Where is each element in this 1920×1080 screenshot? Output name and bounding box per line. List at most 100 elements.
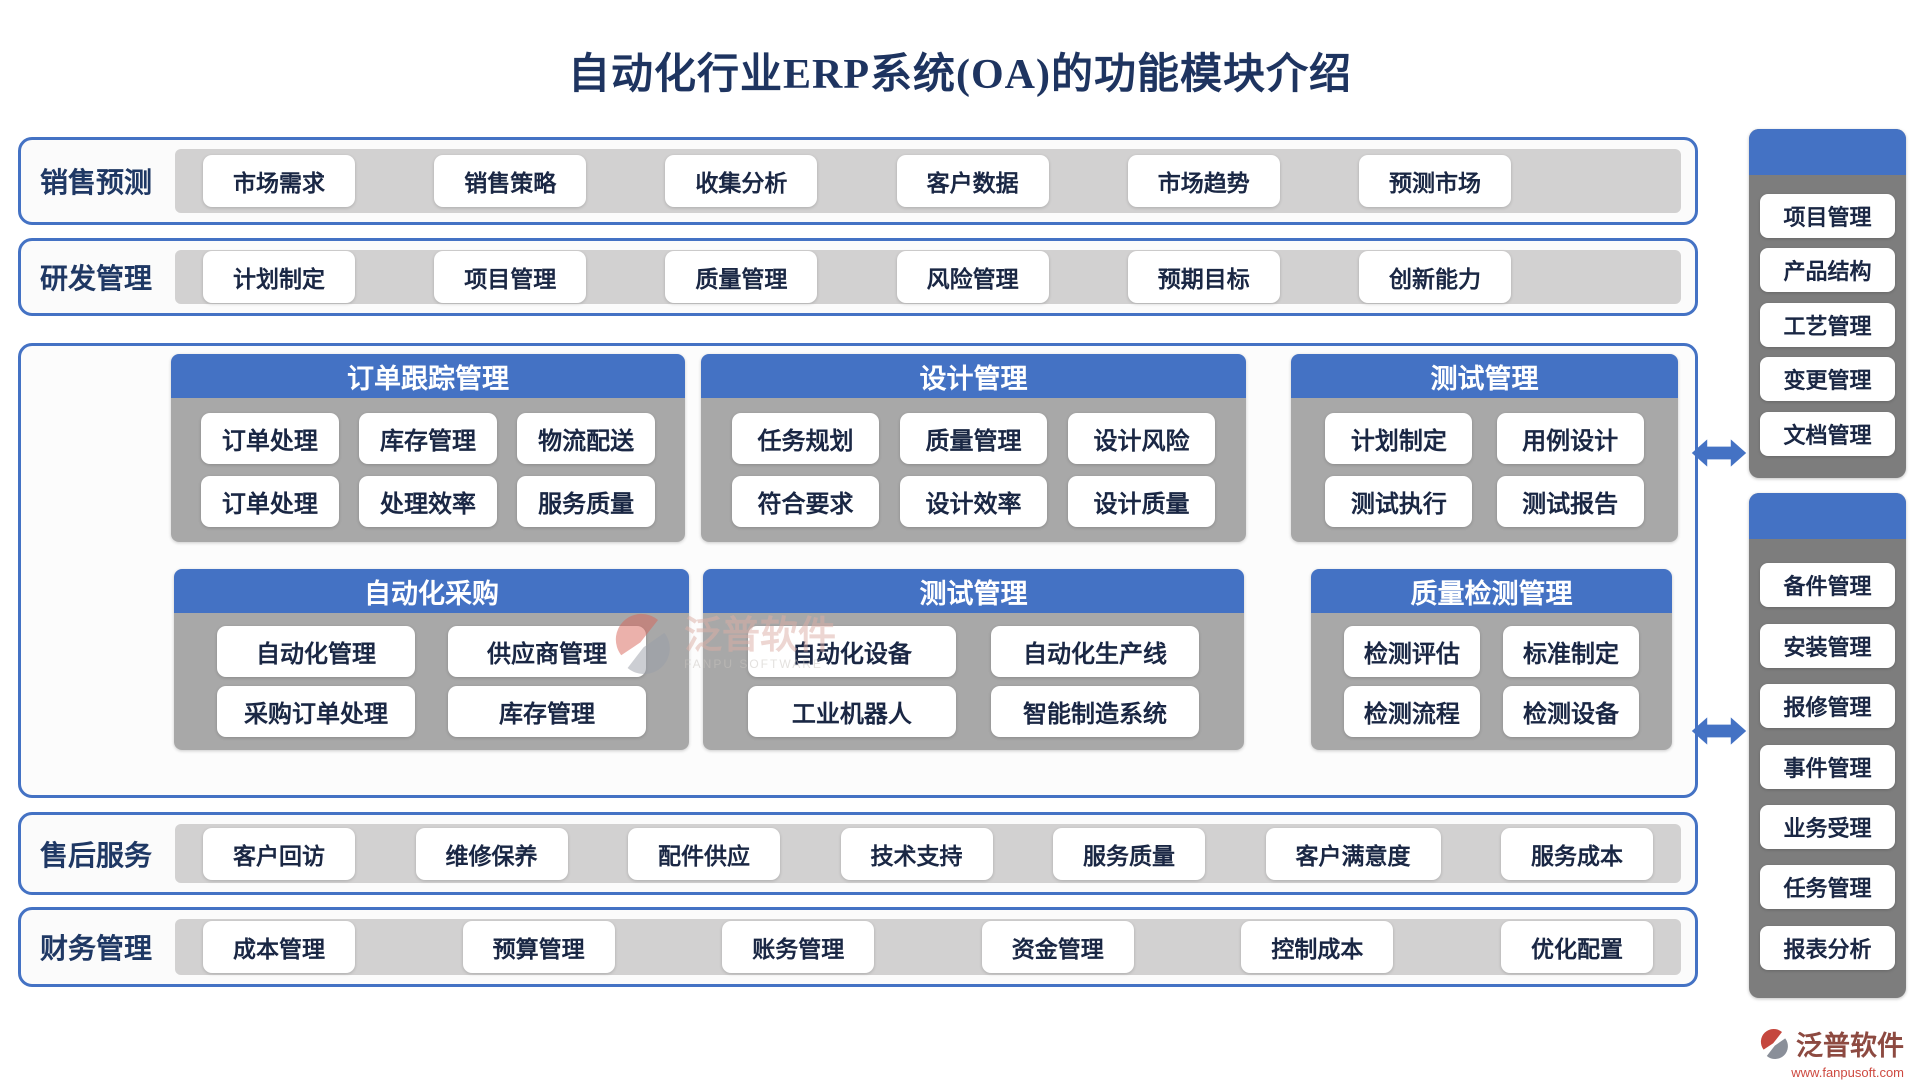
band-finance: 财务管理 成本管理 预算管理 账务管理 资金管理 控制成本 优化配置 [18, 907, 1698, 987]
module-chip: 账务管理 [722, 921, 875, 973]
module-chip: 变更管理 [1760, 357, 1895, 401]
module-chip: 服务成本 [1501, 827, 1653, 880]
module-chip: 风险管理 [896, 251, 1049, 303]
panel-header [1749, 129, 1906, 175]
footer-brand-name: 泛普软件 [1796, 1031, 1904, 1061]
side-panel-service: 备件管理安装管理报修管理事件管理业务受理任务管理报表分析 [1749, 493, 1906, 998]
module-chip: 客户回访 [203, 827, 355, 880]
card-body: 检测评估标准制定检测流程检测设备 [1311, 613, 1672, 750]
module-chip: 订单处理 [200, 413, 340, 465]
module-chip: 智能制造系统 [990, 686, 1200, 737]
module-chip: 控制成本 [1241, 921, 1394, 973]
module-chip: 物流配送 [516, 413, 656, 465]
module-chip: 市场需求 [203, 155, 355, 207]
module-chip: 符合要求 [732, 475, 879, 527]
card-title: 测试管理 [1291, 354, 1678, 398]
module-chip: 收集分析 [665, 155, 818, 207]
module-chip: 报表分析 [1760, 925, 1895, 970]
module-chip: 用例设计 [1496, 413, 1644, 465]
card-title: 订单跟踪管理 [171, 354, 685, 398]
module-chip: 维修保养 [415, 827, 568, 880]
module-chip: 产品结构 [1760, 248, 1895, 292]
module-chip: 自动化设备 [747, 626, 957, 677]
module-chip: 质量管理 [665, 251, 818, 303]
band-rnd-management: 研发管理 计划制定项目管理质量管理风险管理预期目标创新能力 [18, 238, 1698, 316]
card-body: 订单处理库存管理物流配送订单处理处理效率服务质量 [171, 398, 685, 542]
band-track: 市场需求 销售策略 收集分析 客户数据 市场趋势 预测市场 [175, 149, 1681, 213]
module-chip: 检测评估 [1343, 626, 1481, 677]
module-chip: 备件管理 [1760, 563, 1895, 608]
band-after-sales: 售后服务 客户回访 维修保养 配件供应 技术支持 服务质量 客户满意度 服务成本 [18, 812, 1698, 895]
card-test-management-top: 测试管理 计划制定用例设计测试执行测试报告 [1291, 354, 1678, 542]
module-chip: 工艺管理 [1760, 302, 1895, 347]
module-chip: 库存管理 [448, 686, 646, 737]
module-chip: 供应商管理 [448, 626, 646, 677]
module-chip: 成本管理 [203, 921, 355, 973]
card-design-management: 设计管理 任务规划质量管理设计风险符合要求设计效率设计质量 [701, 354, 1246, 542]
footer-brand-url: www.fanpusoft.com [1791, 1065, 1904, 1080]
band-track: 客户回访 维修保养 配件供应 技术支持 服务质量 客户满意度 服务成本 [175, 824, 1681, 883]
module-chip: 采购订单处理 [217, 686, 415, 737]
card-body: 计划制定用例设计测试执行测试报告 [1291, 398, 1678, 542]
band-track: 计划制定项目管理质量管理风险管理预期目标创新能力 [175, 250, 1681, 304]
card-title: 质量检测管理 [1311, 569, 1672, 613]
module-chip: 计划制定 [1325, 413, 1473, 465]
band-label: 销售预测 [39, 168, 152, 199]
card-order-tracking: 订单跟踪管理 订单处理库存管理物流配送订单处理处理效率服务质量 [171, 354, 685, 542]
module-chip: 创新能力 [1358, 251, 1511, 303]
double-arrow-icon [1690, 433, 1748, 473]
module-chip: 标准制定 [1502, 626, 1640, 677]
module-chip: 检测流程 [1343, 686, 1481, 737]
module-chip: 库存管理 [358, 413, 498, 465]
band-label: 售后服务 [39, 840, 152, 872]
card-quality-inspection: 质量检测管理 检测评估标准制定检测流程检测设备 [1311, 569, 1672, 750]
module-chip: 自动化管理 [217, 626, 415, 677]
core-modules-box: 订单跟踪管理 订单处理库存管理物流配送订单处理处理效率服务质量 设计管理 任务规… [18, 343, 1698, 798]
side-panel-product: 项目管理产品结构工艺管理变更管理文档管理 [1749, 129, 1906, 478]
module-chip: 处理效率 [358, 475, 498, 527]
module-chip: 客户满意度 [1265, 827, 1441, 880]
card-title: 测试管理 [703, 569, 1244, 613]
module-chip: 设计效率 [900, 475, 1047, 527]
module-chip: 资金管理 [981, 921, 1134, 973]
module-chip: 客户数据 [896, 155, 1049, 207]
module-chip: 任务管理 [1760, 865, 1895, 910]
module-chip: 服务质量 [516, 475, 656, 527]
band-track: 成本管理 预算管理 账务管理 资金管理 控制成本 优化配置 [175, 919, 1681, 975]
module-chip: 安装管理 [1760, 623, 1895, 668]
module-chip: 任务规划 [732, 413, 879, 465]
module-chip: 报修管理 [1760, 684, 1895, 729]
band-sales-forecast: 销售预测 市场需求 销售策略 收集分析 客户数据 市场趋势 预测市场 [18, 137, 1698, 225]
double-arrow-icon [1690, 711, 1748, 751]
module-chip: 订单处理 [200, 475, 340, 527]
card-test-management-bottom: 测试管理 自动化设备自动化生产线工业机器人智能制造系统 [703, 569, 1244, 750]
module-chip: 配件供应 [628, 827, 780, 880]
module-chip: 技术支持 [840, 827, 993, 880]
module-chip: 销售策略 [434, 155, 587, 207]
fanpu-logo-icon [1760, 1028, 1788, 1059]
module-chip: 预期目标 [1127, 251, 1280, 303]
footer-brand: 泛普软件 www.fanpusoft.com [1758, 1024, 1904, 1080]
module-chip: 设计风险 [1068, 413, 1215, 465]
module-chip: 测试执行 [1325, 475, 1473, 527]
page-title: 自动化行业ERP系统(OA)的功能模块介绍 [568, 52, 1352, 98]
card-body: 任务规划质量管理设计风险符合要求设计效率设计质量 [701, 398, 1246, 542]
panel-body: 备件管理安装管理报修管理事件管理业务受理任务管理报表分析 [1749, 539, 1906, 998]
module-chip: 预算管理 [462, 921, 615, 973]
module-chip: 文档管理 [1760, 411, 1895, 456]
module-chip: 设计质量 [1068, 475, 1215, 527]
card-title: 设计管理 [701, 354, 1246, 398]
card-body: 自动化管理供应商管理采购订单处理库存管理 [174, 613, 689, 750]
module-chip: 优化配置 [1500, 921, 1653, 973]
module-chip: 预测市场 [1358, 155, 1511, 207]
module-chip: 市场趋势 [1127, 155, 1280, 207]
card-title: 自动化采购 [174, 569, 689, 613]
module-chip: 服务质量 [1053, 827, 1205, 880]
panel-body: 项目管理产品结构工艺管理变更管理文档管理 [1749, 175, 1906, 478]
module-chip: 质量管理 [900, 413, 1047, 465]
band-label: 财务管理 [39, 934, 152, 965]
card-body: 自动化设备自动化生产线工业机器人智能制造系统 [703, 613, 1244, 750]
module-chip: 项目管理 [1760, 193, 1895, 238]
band-label: 研发管理 [39, 264, 152, 295]
